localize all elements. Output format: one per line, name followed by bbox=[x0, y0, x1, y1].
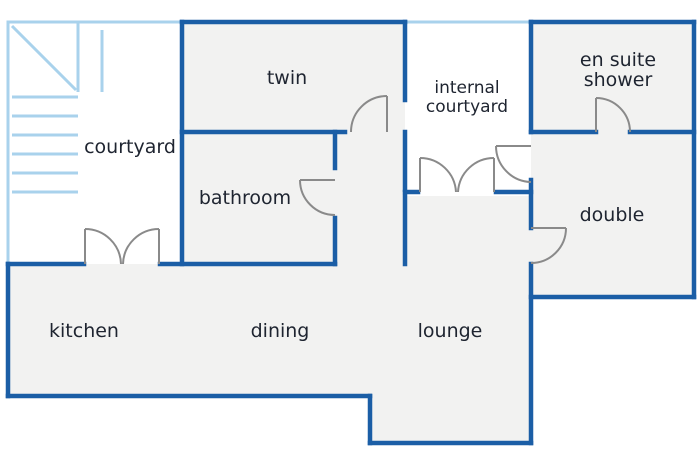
en-suite-label-line2: shower bbox=[584, 69, 653, 91]
double-room bbox=[531, 132, 694, 297]
internal-courtyard-double-door[interactable] bbox=[419, 156, 495, 193]
bathroom-door[interactable] bbox=[299, 179, 336, 216]
twin-door[interactable] bbox=[350, 95, 388, 133]
en-suite-room bbox=[531, 22, 694, 132]
double-label: double bbox=[580, 204, 645, 226]
internal-courtyard-label-line2: courtyard bbox=[426, 97, 508, 117]
internal-courtyard-label-line1: internal bbox=[434, 78, 499, 98]
bathroom-label: bathroom bbox=[199, 187, 291, 209]
courtyard-diagonal bbox=[10, 24, 78, 92]
lounge-label: lounge bbox=[418, 320, 483, 342]
bathroom-room bbox=[182, 132, 335, 264]
main-living-area bbox=[8, 264, 531, 443]
courtyard-label: courtyard bbox=[84, 136, 176, 158]
twin-label: twin bbox=[267, 67, 307, 89]
twin-room bbox=[182, 22, 405, 132]
en-suite-label-line1: en suite bbox=[580, 49, 656, 71]
courtyard-boundary bbox=[6, 20, 182, 264]
double-room-door[interactable] bbox=[530, 227, 567, 264]
walls bbox=[5, 19, 697, 446]
doors bbox=[84, 95, 631, 265]
internal-courtyard-side-door[interactable] bbox=[495, 145, 532, 183]
room-fills bbox=[8, 22, 694, 443]
dining-label: dining bbox=[251, 320, 310, 342]
lounge-upper bbox=[405, 196, 531, 264]
hallway bbox=[335, 132, 405, 264]
courtyard-area bbox=[6, 20, 531, 264]
en-suite-door[interactable] bbox=[595, 97, 631, 133]
kitchen-label: kitchen bbox=[49, 320, 119, 342]
kitchen-courtyard-double-door[interactable] bbox=[84, 228, 160, 265]
room-labels: courtyard twin internal courtyard en sui… bbox=[49, 49, 656, 342]
